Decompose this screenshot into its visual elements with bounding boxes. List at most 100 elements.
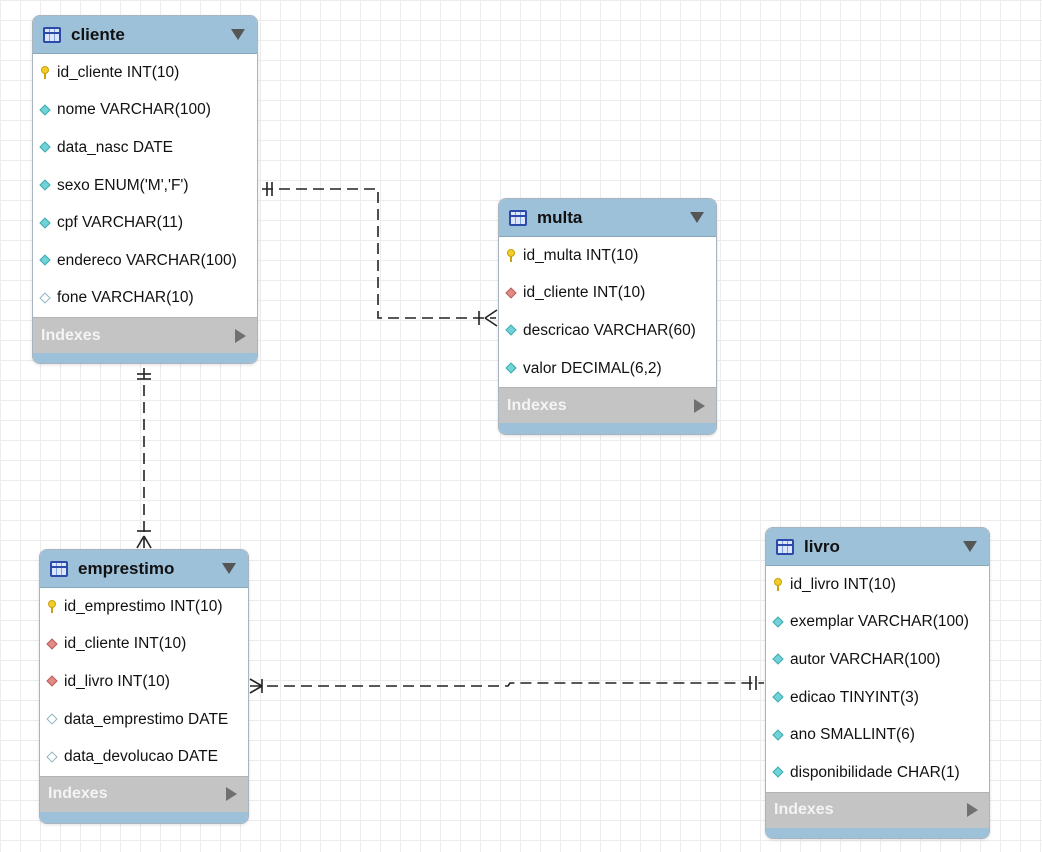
column-row[interactable]: exemplar VARCHAR(100): [766, 604, 989, 642]
column-list: id_multa INT(10) id_cliente INT(10) desc…: [499, 237, 716, 387]
not-null-column-icon: [40, 104, 50, 117]
entity-livro[interactable]: livro id_livro INT(10) exemplar VARCHAR(…: [765, 527, 990, 839]
collapse-triangle-icon[interactable]: [963, 541, 977, 552]
column-row[interactable]: fone VARCHAR(10): [33, 280, 257, 318]
column-row[interactable]: data_emprestimo DATE: [40, 701, 248, 739]
expand-triangle-icon[interactable]: [235, 328, 246, 343]
column-list: id_emprestimo INT(10) id_cliente INT(10)…: [40, 588, 248, 776]
column-label: exemplar VARCHAR(100): [790, 613, 969, 631]
column-row[interactable]: sexo ENUM('M','F'): [33, 167, 257, 205]
column-row[interactable]: id_cliente INT(10): [40, 626, 248, 664]
relationship-livro-emprestimo[interactable]: [249, 676, 764, 694]
entity-header[interactable]: cliente: [33, 16, 257, 54]
not-null-column-icon: [40, 254, 50, 267]
indexes-label: Indexes: [41, 326, 101, 344]
not-null-column-icon: [506, 324, 516, 337]
entity-footer: [766, 827, 989, 838]
expand-triangle-icon[interactable]: [967, 803, 978, 818]
entity-header[interactable]: livro: [766, 528, 989, 566]
collapse-triangle-icon[interactable]: [222, 563, 236, 574]
column-label: data_emprestimo DATE: [64, 710, 229, 728]
column-row[interactable]: data_nasc DATE: [33, 129, 257, 167]
column-row[interactable]: valor DECIMAL(6,2): [499, 350, 716, 388]
column-label: disponibilidade CHAR(1): [790, 763, 960, 781]
column-label: id_cliente INT(10): [57, 63, 180, 81]
indexes-label: Indexes: [48, 785, 108, 803]
foreign-key-icon: [47, 675, 57, 688]
indexes-bar[interactable]: Indexes: [499, 387, 716, 424]
primary-key-icon: [773, 578, 783, 592]
column-label: id_cliente INT(10): [64, 635, 187, 653]
column-row[interactable]: id_cliente INT(10): [33, 54, 257, 92]
entity-multa[interactable]: multa id_multa INT(10) id_cliente INT(10…: [498, 198, 717, 435]
entity-header[interactable]: multa: [499, 199, 716, 237]
column-row[interactable]: id_cliente INT(10): [499, 275, 716, 313]
column-row[interactable]: autor VARCHAR(100): [766, 641, 989, 679]
relationship-cliente-emprestimo[interactable]: [136, 368, 152, 549]
column-label: id_emprestimo INT(10): [64, 597, 223, 615]
nullable-column-icon: [40, 292, 50, 305]
primary-key-icon: [506, 249, 516, 263]
column-row[interactable]: edicao TINYINT(3): [766, 679, 989, 717]
not-null-column-icon: [773, 653, 783, 666]
indexes-bar[interactable]: Indexes: [40, 775, 248, 812]
column-list: id_cliente INT(10) nome VARCHAR(100) dat…: [33, 54, 257, 317]
primary-key-icon: [40, 66, 50, 80]
column-label: autor VARCHAR(100): [790, 650, 941, 668]
column-label: ano SMALLINT(6): [790, 726, 915, 744]
not-null-column-icon: [773, 616, 783, 629]
column-row[interactable]: disponibilidade CHAR(1): [766, 754, 989, 792]
column-row[interactable]: data_devolucao DATE: [40, 738, 248, 776]
table-icon: [509, 209, 527, 226]
column-row[interactable]: descricao VARCHAR(60): [499, 312, 716, 350]
column-label: id_livro INT(10): [790, 575, 896, 593]
table-icon: [776, 538, 794, 555]
entity-title: multa: [537, 207, 583, 227]
column-label: id_multa INT(10): [523, 246, 639, 264]
column-row[interactable]: endereco VARCHAR(100): [33, 242, 257, 280]
foreign-key-icon: [47, 638, 57, 651]
entity-title: cliente: [71, 24, 125, 44]
entity-cliente[interactable]: cliente id_cliente INT(10) nome VARCHAR(…: [32, 15, 258, 364]
entity-footer: [40, 811, 248, 823]
indexes-bar[interactable]: Indexes: [766, 791, 989, 828]
not-null-column-icon: [773, 766, 783, 779]
table-icon: [50, 560, 68, 577]
column-row[interactable]: id_livro INT(10): [40, 663, 248, 701]
collapse-triangle-icon[interactable]: [690, 212, 704, 223]
column-label: endereco VARCHAR(100): [57, 251, 237, 269]
entity-emprestimo[interactable]: emprestimo id_emprestimo INT(10) id_clie…: [39, 549, 249, 824]
column-row[interactable]: nome VARCHAR(100): [33, 92, 257, 130]
entity-header[interactable]: emprestimo: [40, 550, 248, 588]
not-null-column-icon: [506, 362, 516, 375]
indexes-label: Indexes: [774, 801, 834, 819]
table-icon: [43, 26, 61, 43]
not-null-column-icon: [40, 141, 50, 154]
column-label: cpf VARCHAR(11): [57, 214, 184, 232]
column-row[interactable]: id_multa INT(10): [499, 237, 716, 275]
expand-triangle-icon[interactable]: [694, 398, 705, 413]
indexes-bar[interactable]: Indexes: [33, 317, 257, 354]
not-null-column-icon: [773, 729, 783, 742]
not-null-column-icon: [40, 179, 50, 192]
column-label: fone VARCHAR(10): [57, 289, 194, 307]
foreign-key-icon: [506, 287, 516, 300]
column-label: descricao VARCHAR(60): [523, 321, 696, 339]
column-label: valor DECIMAL(6,2): [523, 359, 662, 377]
column-row[interactable]: id_emprestimo INT(10): [40, 588, 248, 626]
collapse-triangle-icon[interactable]: [231, 29, 245, 40]
column-row[interactable]: ano SMALLINT(6): [766, 716, 989, 754]
relationship-cliente-multa[interactable]: [262, 182, 498, 327]
nullable-column-icon: [47, 751, 57, 764]
column-row[interactable]: id_livro INT(10): [766, 566, 989, 604]
column-label: edicao TINYINT(3): [790, 688, 919, 706]
column-row[interactable]: cpf VARCHAR(11): [33, 204, 257, 242]
column-label: id_livro INT(10): [64, 672, 170, 690]
column-label: data_nasc DATE: [57, 138, 174, 156]
entity-title: livro: [804, 536, 840, 556]
column-label: data_devolucao DATE: [64, 748, 218, 766]
primary-key-icon: [47, 600, 57, 614]
indexes-label: Indexes: [507, 396, 567, 414]
expand-triangle-icon[interactable]: [226, 787, 237, 802]
